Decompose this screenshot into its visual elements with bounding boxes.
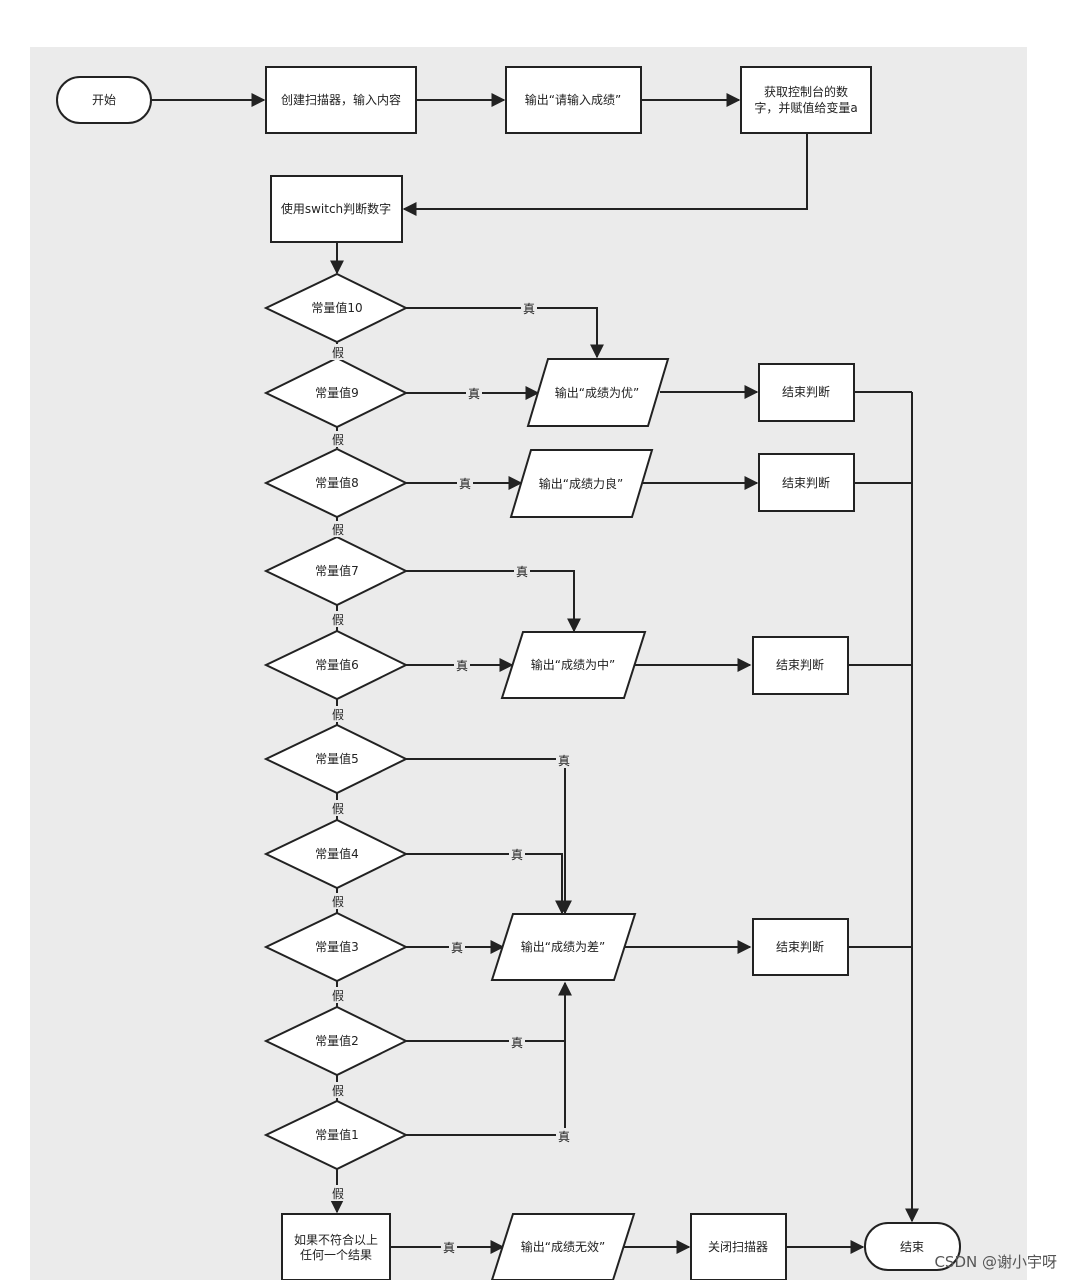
output-good: 输出“成绩力良”: [509, 449, 654, 518]
end-judge-box-3: 结束判断: [752, 636, 849, 695]
decision-case-9: 常量值9: [263, 356, 409, 429]
start-label: 开始: [92, 93, 116, 107]
end-judge-box-1: 结束判断: [758, 363, 855, 422]
case-1-label: 常量值1: [315, 1127, 359, 1142]
output-good-label: 输出“成绩力良”: [539, 476, 623, 491]
true-label: 真: [558, 1130, 570, 1144]
false-label: 假: [332, 613, 344, 627]
case-5-label: 常量值5: [315, 751, 359, 766]
true-label: 真: [468, 387, 480, 401]
false-label: 假: [332, 802, 344, 816]
true-label: 真: [558, 754, 570, 768]
true-label: 真: [523, 302, 535, 316]
output-poor: 输出“成绩为差”: [490, 913, 637, 981]
false-label: 假: [332, 433, 344, 447]
case-10-label: 常量值10: [311, 300, 362, 315]
create-scanner-label: 创建扫描器，输入内容: [281, 92, 401, 107]
end-label: 结束: [900, 1240, 924, 1254]
false-label: 假: [332, 1187, 344, 1201]
default-case-box: 如果不符合以上 任何一个结果: [281, 1213, 391, 1280]
case-3-label: 常量值3: [315, 939, 359, 954]
case-8-label: 常量值8: [315, 475, 359, 490]
case-9-label: 常量值9: [315, 385, 359, 400]
switch-label: 使用switch判断数字: [281, 201, 391, 216]
decision-case-1: 常量值1: [263, 1099, 409, 1171]
read-input-label-line2: 字，并赋值给变量a: [754, 100, 857, 115]
true-label: 真: [516, 565, 528, 579]
start-terminal: 开始: [56, 76, 152, 124]
end-judge-box-4: 结束判断: [752, 918, 849, 976]
true-label: 真: [459, 477, 471, 491]
switch-box: 使用switch判断数字: [270, 175, 403, 243]
decision-case-6: 常量值6: [263, 629, 409, 701]
true-label: 真: [456, 659, 468, 673]
watermark: CSDN @谢小宇呀: [934, 1253, 1057, 1271]
default-case-label-line2: 任何一个结果: [300, 1248, 372, 1262]
decision-case-3: 常量值3: [263, 911, 409, 983]
output-invalid: 输出“成绩无效”: [490, 1213, 636, 1280]
output-medium: 输出“成绩为中”: [500, 631, 647, 699]
false-label: 假: [332, 895, 344, 909]
case-4-label: 常量值4: [315, 846, 359, 861]
false-label: 假: [332, 523, 344, 537]
false-label: 假: [332, 346, 344, 360]
output-excellent-label: 输出“成绩为优”: [555, 385, 639, 400]
prompt-output-box: 输出“请输入成绩”: [505, 66, 642, 134]
prompt-output-label: 输出“请输入成绩”: [525, 92, 621, 107]
default-case-label-line1: 如果不符合以上: [294, 1232, 378, 1247]
true-label: 真: [511, 1036, 523, 1050]
true-label: 真: [443, 1241, 455, 1255]
true-label: 真: [451, 941, 463, 955]
output-medium-label: 输出“成绩为中”: [531, 657, 615, 672]
decision-case-5: 常量值5: [263, 723, 409, 795]
decision-case-10: 常量值10: [263, 272, 409, 344]
close-scanner-label: 关闭扫描器: [708, 1240, 768, 1254]
end-judge-box-2: 结束判断: [758, 453, 855, 512]
end-judge-label-2: 结束判断: [782, 475, 830, 490]
false-label: 假: [332, 708, 344, 722]
output-excellent: 输出“成绩为优”: [526, 358, 670, 427]
create-scanner-box: 创建扫描器，输入内容: [265, 66, 417, 134]
end-judge-label-1: 结束判断: [782, 384, 830, 399]
end-judge-label-4: 结束判断: [776, 939, 824, 954]
output-poor-label: 输出“成绩为差”: [521, 939, 605, 954]
decision-case-2: 常量值2: [263, 1005, 409, 1077]
close-scanner-box: 关闭扫描器: [690, 1213, 787, 1280]
decision-case-4: 常量值4: [263, 818, 409, 890]
read-input-box: 获取控制台的数 字，并赋值给变量a: [740, 66, 872, 134]
read-input-label-line1: 获取控制台的数: [764, 84, 848, 99]
edge-labels: 真 真 真 真 真 真 真 真 真 真 真 假 假 假 假 假 假 假 假: [330, 300, 572, 1255]
false-label: 假: [332, 1084, 344, 1098]
false-label: 假: [332, 989, 344, 1003]
case-2-label: 常量值2: [315, 1033, 359, 1048]
output-invalid-label: 输出“成绩无效”: [521, 1239, 605, 1254]
case-6-label: 常量值6: [315, 657, 359, 672]
true-label: 真: [511, 848, 523, 862]
case-7-label: 常量值7: [315, 563, 359, 578]
end-judge-label-3: 结束判断: [776, 657, 824, 672]
end-terminal: 结束: [864, 1222, 961, 1271]
decision-case-7: 常量值7: [263, 535, 409, 607]
decision-case-8: 常量值8: [263, 447, 409, 519]
